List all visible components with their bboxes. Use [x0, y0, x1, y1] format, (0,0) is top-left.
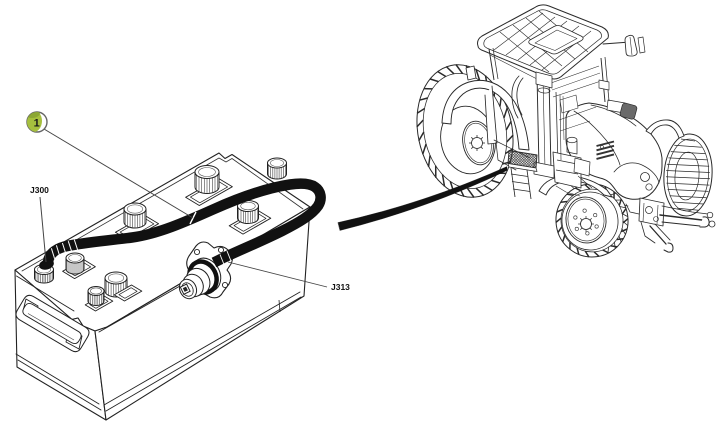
svg-text:1: 1	[34, 118, 40, 130]
svg-text:J313: J313	[331, 282, 350, 292]
svg-text:J300: J300	[30, 185, 49, 195]
